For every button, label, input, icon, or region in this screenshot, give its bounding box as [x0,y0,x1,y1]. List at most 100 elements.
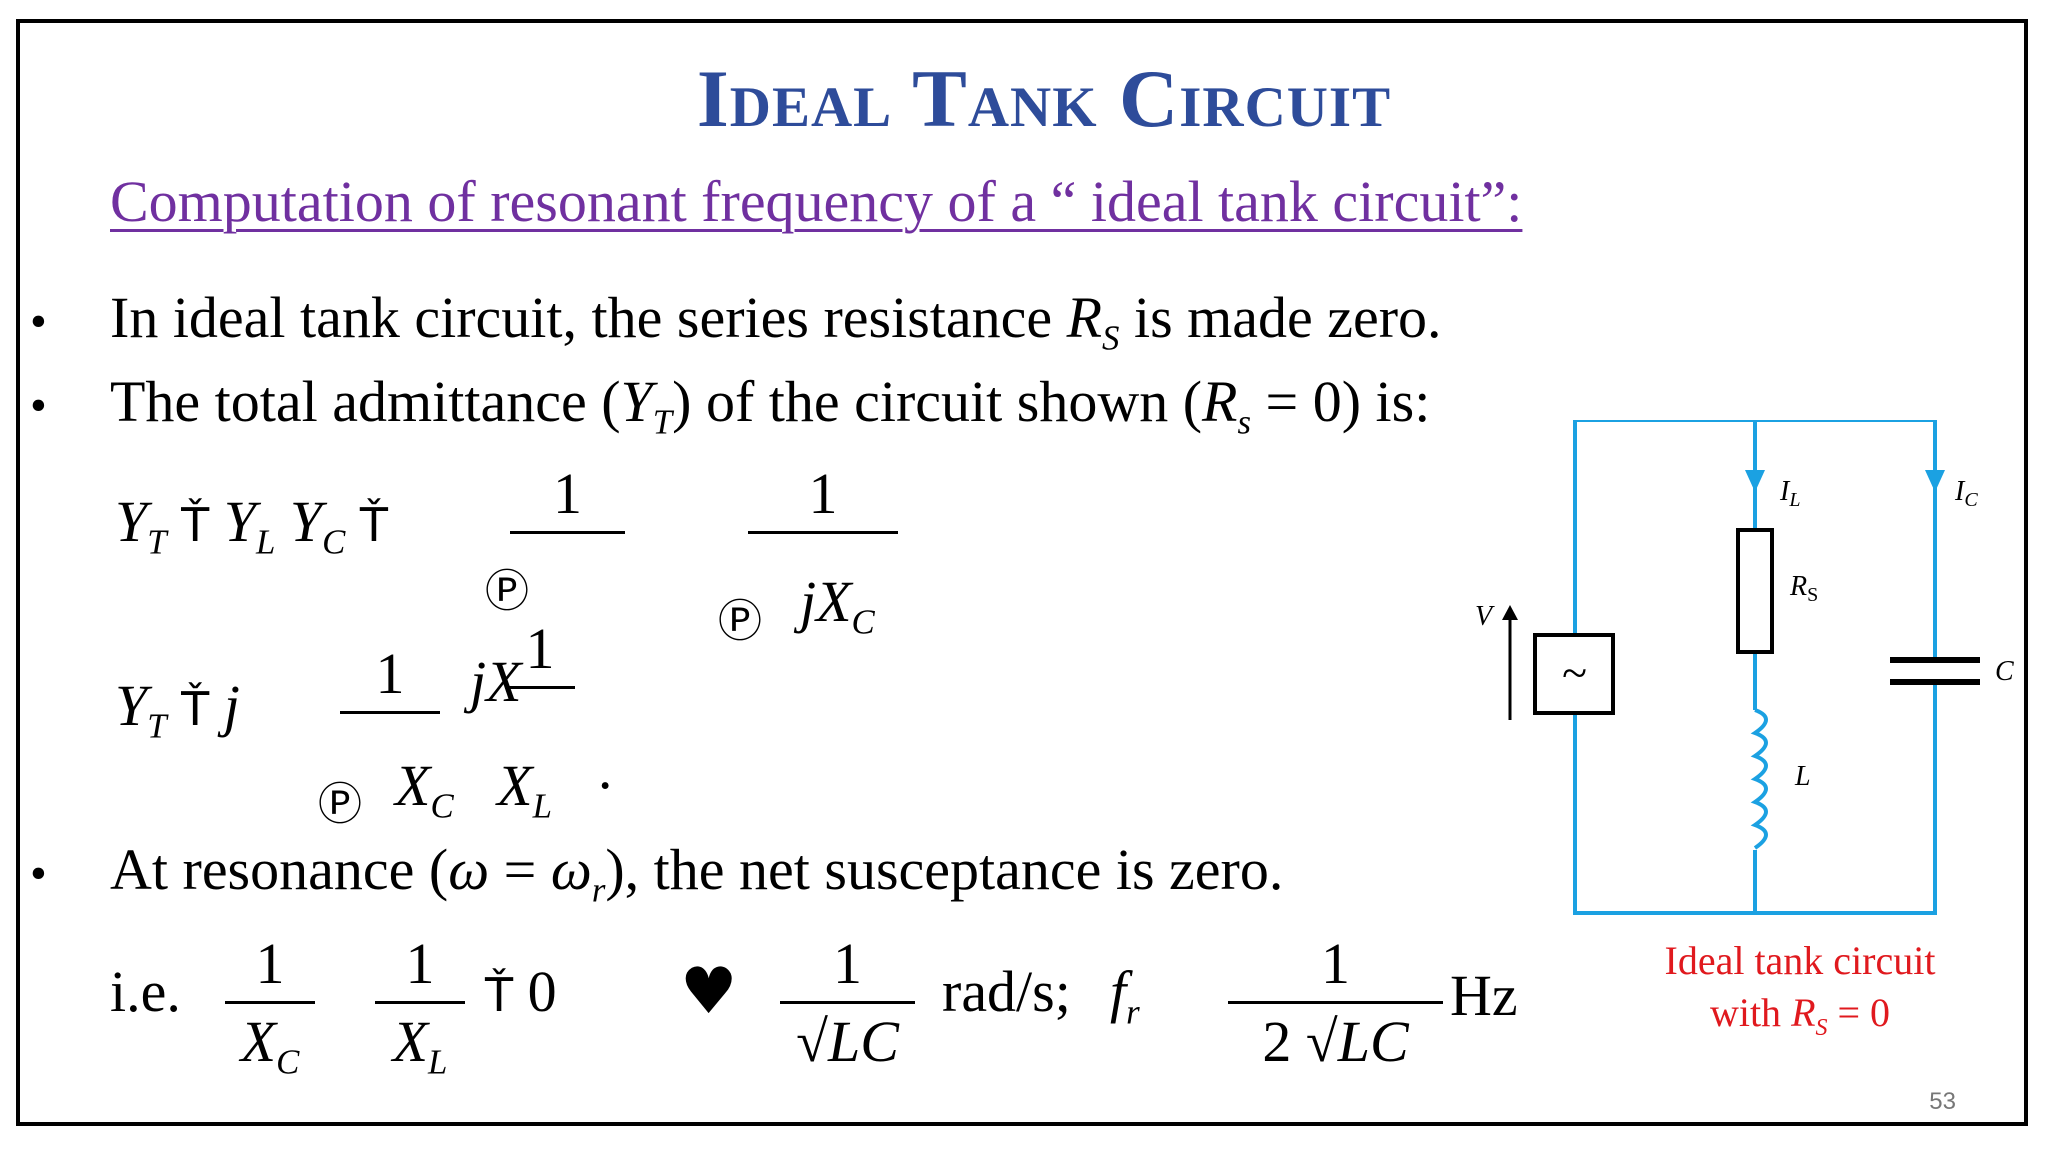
slide-title: Ideal Tank Circuit [696,53,1392,144]
eq1-jxc: jXC [800,568,875,643]
fraction-numerator: 1 [405,931,435,996]
bullet-dot: • [30,379,47,433]
eq-sub: C [430,786,454,826]
fraction-numerator: 1 [1321,931,1350,996]
fraction-numerator: 1 [833,931,862,996]
caption-post: = 0 [1827,990,1891,1035]
equation-2-lhs: YT Ť j [115,672,240,747]
eq-symbol: X [395,753,431,818]
eq2-fraction-2: 1 [505,615,575,693]
eq3-fraction-3: 1 √LC [780,930,915,1075]
eq-symbol: jX [800,569,852,634]
eq-symbol: jX [470,649,522,714]
eq-sub: L [532,786,552,826]
eq-sub: C [322,522,346,562]
bullet-1-post: is made zero. [1119,285,1442,351]
label-c: C [1995,656,2014,687]
bullet-2-mid: ) of the circuit shown ( [672,369,1203,435]
bullet-2-text: The total admittance ( [110,369,621,435]
ic-arrow-icon [1925,470,1945,492]
fraction-bar [748,531,898,534]
inductor-coil [1750,708,1768,850]
equals-glyph: Ť [181,682,210,736]
eq-dot: · [595,753,615,818]
fraction-numerator: 1 [808,461,838,526]
label-rs: RS [1789,571,1818,606]
page-number: 53 [1929,1088,1956,1115]
omega-sub: r [591,870,606,910]
equals-glyph: Ť [485,968,514,1022]
eq3-fraction-4: 1 2 √LC [1228,930,1443,1075]
fraction-bar [1228,1001,1443,1004]
circled-p-glyph: Ⓟ [718,596,762,647]
unit-rad-s: rad/s; [942,959,1071,1024]
rs-var: R [1066,285,1103,351]
capacitor-gap [1920,663,1950,679]
il-arrow-icon [1745,470,1765,492]
fraction-bar [340,711,440,714]
eq-symbol: j [223,673,240,738]
rs-sub: S [1102,318,1120,358]
eq-symbol: LC [1337,1009,1409,1074]
ac-tilde-glyph: ~ [1562,647,1587,698]
eq-symbol: f [1110,959,1127,1024]
equals-glyph: Ť [181,498,210,552]
fraction-bar [510,531,625,534]
eq-sub: T [147,522,167,562]
ac-source-icon [1533,633,1615,715]
caption-sub: S [1815,1015,1828,1041]
bullet-3-mid: = [489,837,551,903]
circuit-wires [1573,420,1937,915]
eq3-zero: Ť 0 [485,958,557,1025]
label-l: L [1794,761,1811,792]
eq-symbol: X [240,1009,277,1074]
eq-symbol: LC [827,1009,899,1074]
bullet-dot: • [30,295,47,349]
yt-sub: T [652,402,673,442]
caption-line-2: with RS = 0 [1560,987,2040,1054]
eq-symbol: Y [223,489,256,554]
fraction-bar [225,1001,315,1004]
tank-circuit-diagram: ~ IL IC RS V C L [1475,420,2014,915]
heart-icon: ♥ [680,955,738,1029]
bullet-3-post: ), the net susceptance is zero. [605,837,1284,903]
circuit-caption: Ideal tank circuit with RS = 0 [1560,935,2040,1054]
fraction-numerator: 1 [255,931,285,996]
eq-sub: T [147,706,167,746]
eq1-fraction-1: 1 [510,460,625,538]
eq2-fraction-1: 1 [340,640,440,718]
resistor-rs [1736,528,1774,654]
eq-symbol: Y [115,489,148,554]
eq-zero: 0 [527,959,557,1024]
current-arrows [1745,470,1945,492]
bullet-1-text: In ideal tank circuit, the series resist… [110,285,1067,351]
voltage-arrow-icon [1502,605,1518,620]
caption-var: R [1791,990,1816,1035]
eq-sub: C [276,1042,300,1082]
slide-subtitle: Computation of resonant frequency of a “… [110,169,1523,234]
equation-1-lhs: YT Ť YL YC Ť [115,488,388,563]
eq2-denominators: XC XL · [395,752,615,827]
circled-p-glyph: Ⓟ [318,779,362,830]
unit-hz: Hz [1450,963,1518,1028]
bullet-3-text: At resonance ( [110,837,449,903]
fraction-bar [780,1001,915,1004]
label-ic: IC [1954,476,1978,511]
bullet-2: •The total admittance (YT) of the circui… [30,366,1430,443]
eq-sub: L [256,522,276,562]
eq-symbol: Y [115,673,148,738]
eq2-jx: jX [470,648,522,715]
omega-var: ω [550,837,592,903]
fraction-numerator: 1 [375,641,405,706]
rs-sub: s [1237,402,1252,442]
caption-line-1: Ideal tank circuit [1664,938,1936,983]
bullet-1: • In ideal tank circuit, the series resis… [30,282,1442,359]
eq-symbol: X [392,1009,429,1074]
eq-symbol: Y [289,489,323,554]
eq-sub: C [851,602,875,642]
eq-sub: L [428,1042,448,1082]
eq3-fr: fr [1110,958,1140,1033]
eq1-fraction-2: 1 [748,460,898,538]
circled-p-glyph: Ⓟ [485,566,529,617]
eq-two: 2 [1262,1009,1292,1074]
